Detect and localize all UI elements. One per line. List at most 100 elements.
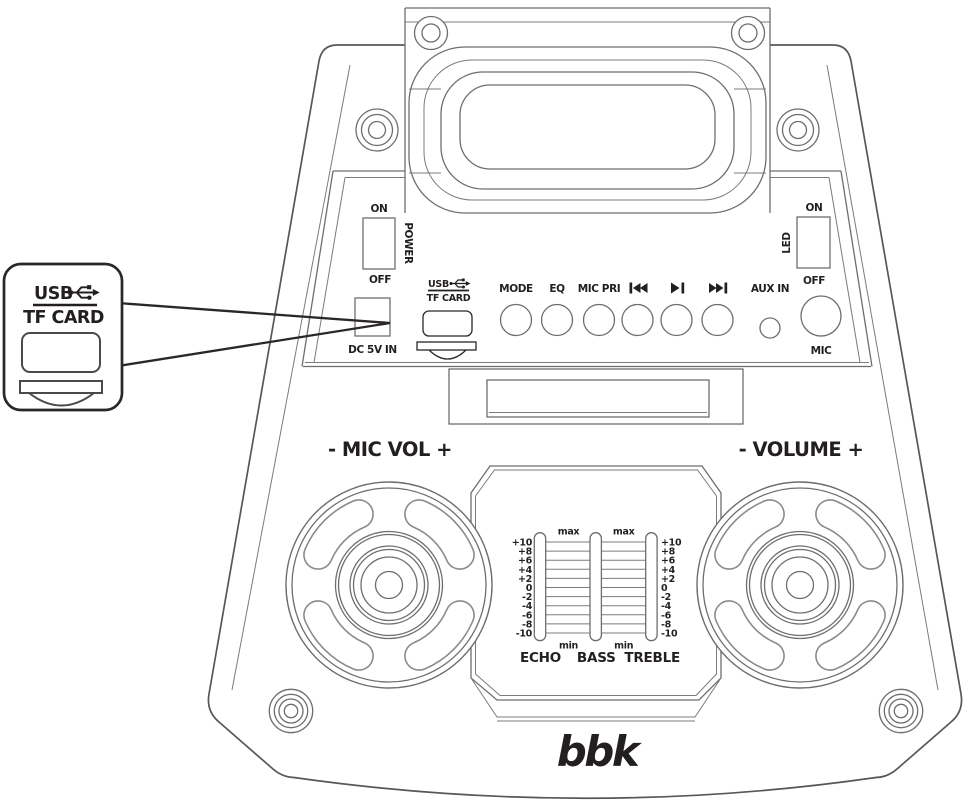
handle-opening (459, 84, 716, 170)
svg-text:-4: -4 (522, 601, 533, 612)
svg-text:0: 0 (661, 583, 668, 594)
play-pause-icon (671, 282, 685, 294)
mic-pri-button (582, 303, 616, 337)
control-panel: ON OFF POWER DC 5V IN USB TF CARD MODE E… (348, 202, 842, 360)
callout-pointer-line (117, 301, 391, 325)
volume-label: - VOLUME + (739, 438, 864, 461)
svg-text:+8: +8 (518, 547, 533, 558)
svg-text:-10: -10 (516, 629, 533, 640)
eq-label: EQ (549, 283, 565, 295)
display-window (486, 379, 710, 418)
callout-tf-card-edge (28, 392, 95, 407)
previous-track-icon (629, 282, 648, 294)
eq-scale-left: +10 +8 +6 +4 +2 0 -2 -4 -6 -8 -10 (512, 538, 533, 640)
display (448, 368, 744, 425)
svg-text:-6: -6 (522, 610, 533, 621)
carry-handle (404, 7, 771, 215)
min-label: min (559, 641, 579, 652)
usb-trident-icon (449, 278, 471, 289)
callout-usb-port (21, 332, 101, 373)
svg-text:0: 0 (526, 583, 533, 594)
bass-slider (589, 532, 603, 642)
svg-text:-2: -2 (522, 592, 532, 603)
svg-text:+10: +10 (661, 538, 682, 549)
body-inner-contour-left (231, 64, 351, 691)
mic-volume-knob (286, 482, 492, 688)
panel-right-inner (828, 177, 861, 363)
play-pause-button (660, 303, 693, 337)
screw-bottom-left (268, 688, 314, 734)
max-label: max (613, 527, 635, 538)
svg-text:-8: -8 (661, 619, 672, 630)
svg-text:+8: +8 (661, 547, 676, 558)
svg-text:-2: -2 (661, 592, 671, 603)
power-off-label: OFF (369, 274, 391, 286)
mode-label: MODE (499, 283, 533, 295)
panel-right-outer (840, 170, 873, 367)
svg-text:-8: -8 (522, 619, 533, 630)
eq-button (540, 303, 574, 337)
usb-tf-card-slot: USB TF CARD (416, 278, 477, 360)
equalizer-sliders: +10 +8 +6 +4 +2 0 -2 -4 -6 -8 -10 +10 +8… (512, 527, 683, 667)
treble-slider (645, 532, 658, 642)
svg-text:+6: +6 (661, 556, 676, 567)
handle-ring-mid (423, 59, 752, 201)
echo-slider (533, 532, 547, 642)
svg-text:+6: +6 (518, 556, 533, 567)
usb-port (422, 310, 473, 337)
next-track-icon (709, 282, 728, 294)
treble-label: TREBLE (624, 650, 680, 666)
handle-screw-left (413, 15, 449, 51)
brand-logo: bbk (557, 727, 643, 776)
previous-track-button (621, 303, 654, 337)
svg-text:+2: +2 (661, 574, 675, 585)
svg-text:+2: +2 (518, 574, 532, 585)
led-off-label: OFF (803, 275, 825, 287)
svg-text:-10: -10 (661, 629, 678, 640)
eq-panel-lip (470, 677, 498, 718)
aux-in-jack (759, 317, 781, 339)
mic-pri-label: MIC PRI (578, 283, 621, 295)
svg-text:-4: -4 (661, 601, 672, 612)
display-bezel (448, 368, 744, 425)
callout-pointer-line (117, 321, 391, 368)
eq-scale-right: +10 +8 +6 +4 +2 0 -2 -4 -6 -8 -10 (661, 538, 682, 640)
min-label: min (614, 641, 634, 652)
eq-panel-lip (694, 677, 722, 718)
mic-volume-label: - MIC VOL + (328, 438, 452, 461)
usb-label: USB (428, 279, 449, 290)
tf-card-label: TF CARD (427, 293, 471, 304)
callout-usb-label: USB (34, 284, 73, 304)
svg-text:+10: +10 (512, 538, 533, 549)
screw-top-right (776, 108, 820, 152)
power-on-label: ON (371, 203, 388, 215)
mic-jack (800, 295, 842, 337)
bass-label: BASS (577, 650, 616, 666)
power-label: POWER (402, 222, 414, 264)
panel-left-inner (313, 177, 346, 363)
body-inner-contour-right (826, 64, 939, 691)
handle-ring-outer (408, 46, 767, 214)
callout-tf-card-slit (19, 380, 103, 394)
svg-text:-6: -6 (661, 610, 672, 621)
power-switch (362, 217, 396, 270)
screw-top-left (355, 108, 399, 152)
dc-5v-in-label: DC 5V IN (348, 344, 397, 356)
handle-screw-right (730, 15, 766, 51)
mode-button (499, 303, 533, 337)
tf-card-slit (416, 341, 477, 351)
volume-knob (697, 482, 903, 688)
led-label: LED (781, 232, 793, 254)
max-label: max (558, 527, 580, 538)
echo-label: ECHO (520, 650, 561, 666)
callout-tf-card-label: TF CARD (23, 308, 104, 328)
led-switch (796, 216, 831, 269)
svg-text:+4: +4 (518, 565, 533, 576)
usb-callout: USB TF CARD (2, 262, 391, 412)
handle-ring-inner (440, 71, 735, 190)
mic-label: MIC (811, 345, 833, 357)
tf-card-edge (428, 349, 467, 360)
svg-text:+4: +4 (661, 565, 676, 576)
